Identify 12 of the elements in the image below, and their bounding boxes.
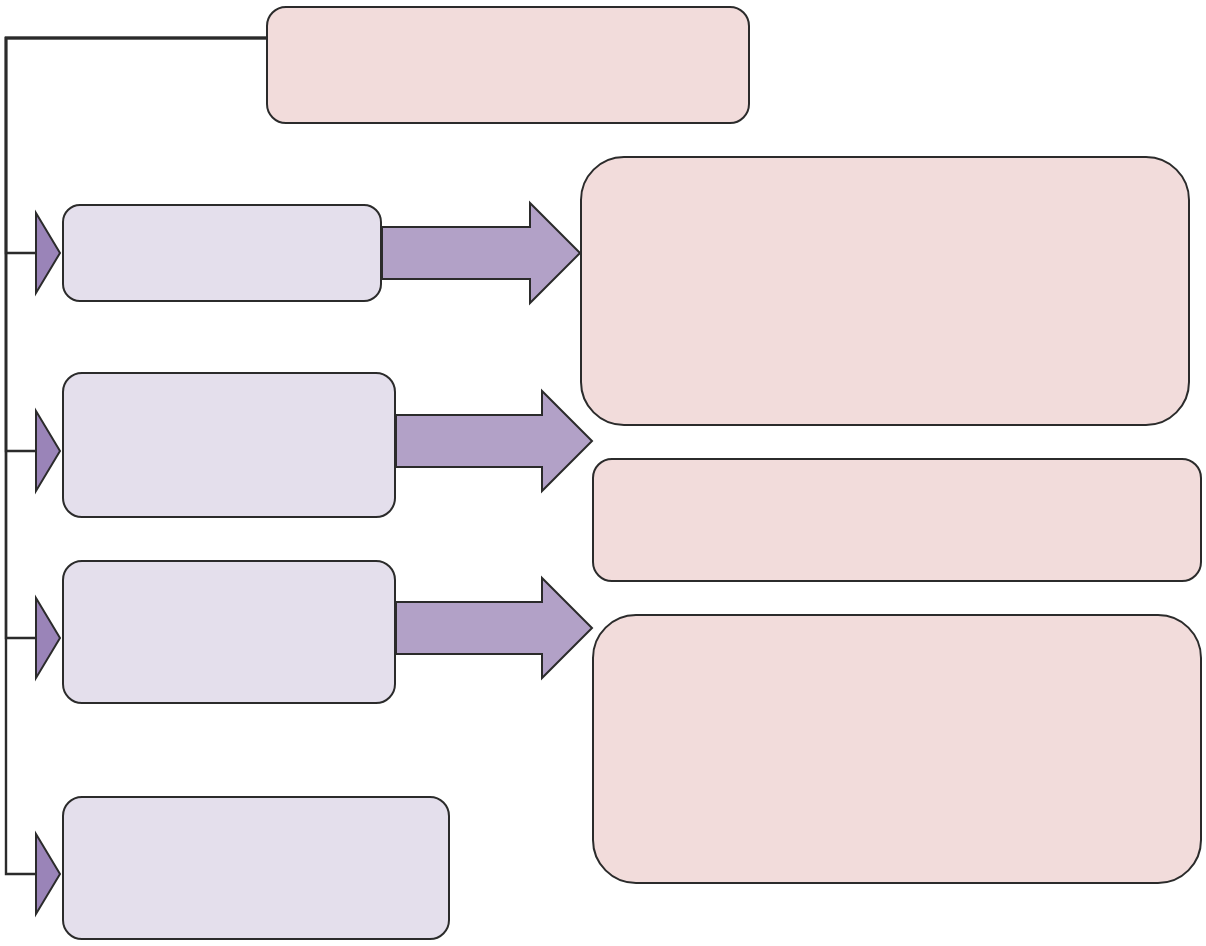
rounded-box xyxy=(592,458,1202,582)
block-arrow xyxy=(381,200,582,306)
rounded-box xyxy=(62,372,396,518)
rounded-box xyxy=(580,156,1190,426)
connector-arrow xyxy=(4,36,266,915)
rounded-box xyxy=(592,614,1202,884)
block-arrow xyxy=(395,575,594,681)
rounded-box xyxy=(266,6,750,124)
block-arrow xyxy=(395,388,594,494)
rounded-box xyxy=(62,560,396,704)
rounded-box xyxy=(62,796,450,940)
rounded-box xyxy=(62,204,382,302)
